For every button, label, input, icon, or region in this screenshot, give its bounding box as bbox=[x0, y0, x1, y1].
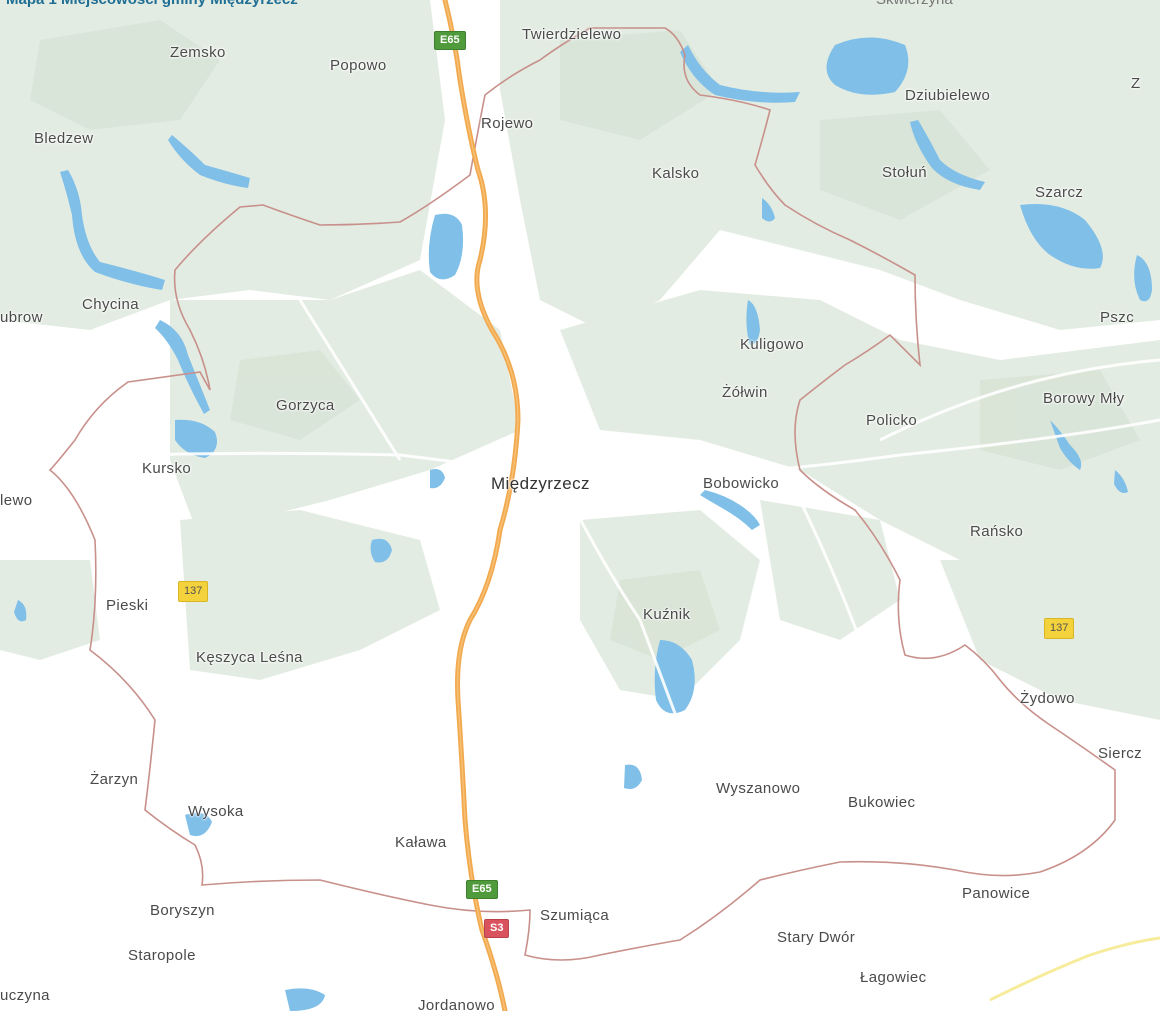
road-shield-137-west[interactable]: 137 bbox=[178, 581, 209, 602]
place-label-pszczew[interactable]: Pszc bbox=[1100, 309, 1135, 326]
place-label-jordanowo[interactable]: Jordanowo bbox=[418, 997, 495, 1011]
place-label-borowy-mlyn[interactable]: Borowy Mły bbox=[1043, 390, 1125, 407]
place-label-ransko[interactable]: Rańsko bbox=[970, 523, 1024, 540]
road-shield-e65-north[interactable]: E65 bbox=[434, 31, 466, 50]
place-label-bukowiec[interactable]: Bukowiec bbox=[848, 794, 916, 811]
place-label-szarcz[interactable]: Szarcz bbox=[1035, 184, 1084, 201]
place-label-zemsko[interactable]: Zemsko bbox=[170, 44, 226, 61]
place-label-kalsko[interactable]: Kalsko bbox=[652, 165, 700, 182]
place-label-szumiaca[interactable]: Szumiąca bbox=[540, 907, 610, 924]
place-label-boryszyn[interactable]: Boryszyn bbox=[150, 902, 215, 919]
place-label-zydowo[interactable]: Żydowo bbox=[1020, 690, 1075, 707]
place-label-wyszanowo[interactable]: Wyszanowo bbox=[716, 780, 801, 797]
map-caption-right: Skwierzyna bbox=[876, 0, 953, 8]
forest-patches bbox=[30, 20, 1140, 660]
place-label-wysoka[interactable]: Wysoka bbox=[188, 803, 244, 820]
place-label-keszyca-lesna[interactable]: Kęszyca Leśna bbox=[196, 649, 303, 666]
map-caption: Mapa 1 Miejscowości gminy Międzyrzecz bbox=[6, 0, 298, 8]
place-label-siercz[interactable]: Siercz bbox=[1098, 745, 1143, 762]
place-label-stary-dwor[interactable]: Stary Dwór bbox=[777, 929, 856, 946]
place-label-lagowiec[interactable]: Łagowiec bbox=[860, 969, 927, 986]
road-shield-137-east[interactable]: 137 bbox=[1044, 618, 1075, 639]
place-label-bledzew[interactable]: Bledzew bbox=[34, 130, 94, 147]
place-label-stolun[interactable]: Stołuń bbox=[882, 164, 927, 181]
place-label-policko[interactable]: Policko bbox=[866, 412, 918, 429]
road-shield-s3[interactable]: S3 bbox=[484, 919, 510, 938]
place-label-bobowicko[interactable]: Bobowicko bbox=[703, 475, 780, 492]
place-label-kuznik[interactable]: Kuźnik bbox=[643, 606, 691, 623]
place-label-popowo[interactable]: Popowo bbox=[330, 57, 387, 74]
place-label-twierdzielewo[interactable]: Twierdzielewo bbox=[522, 26, 622, 43]
place-label-kuligowo[interactable]: Kuligowo bbox=[740, 336, 805, 353]
water-bodies bbox=[14, 37, 1152, 1011]
place-label-staropole[interactable]: Staropole bbox=[128, 947, 196, 964]
commune-boundary bbox=[48, 27, 1116, 961]
place-label-uczyna[interactable]: uczyna bbox=[0, 987, 50, 1004]
place-label-kalawa[interactable]: Kaława bbox=[395, 834, 447, 851]
place-label-lubrow[interactable]: ubrow bbox=[0, 309, 43, 326]
place-label-rojewo[interactable]: Rojewo bbox=[481, 115, 534, 132]
road-shield-e65-south[interactable]: E65 bbox=[466, 880, 498, 899]
place-label-chycina[interactable]: Chycina bbox=[82, 296, 139, 313]
place-label-zarzyn[interactable]: Żarzyn bbox=[90, 771, 139, 788]
place-label-gorzyca[interactable]: Gorzyca bbox=[276, 397, 335, 414]
minor-roads bbox=[0, 299, 1160, 881]
place-label-lewo[interactable]: lewo bbox=[0, 492, 33, 509]
place-label-miedzyrzecz[interactable]: Międzyrzecz bbox=[491, 474, 590, 493]
place-label-zolwin[interactable]: Żółwin bbox=[722, 384, 768, 401]
place-label-dziubielewo[interactable]: Dziubielewo bbox=[905, 87, 991, 104]
place-label-panowice[interactable]: Panowice bbox=[962, 885, 1031, 902]
regional-road-line bbox=[989, 936, 1160, 1002]
place-label-kursko[interactable]: Kursko bbox=[142, 460, 192, 477]
place-label-z[interactable]: Z bbox=[1131, 75, 1141, 92]
place-label-pieski[interactable]: Pieski bbox=[106, 597, 149, 614]
